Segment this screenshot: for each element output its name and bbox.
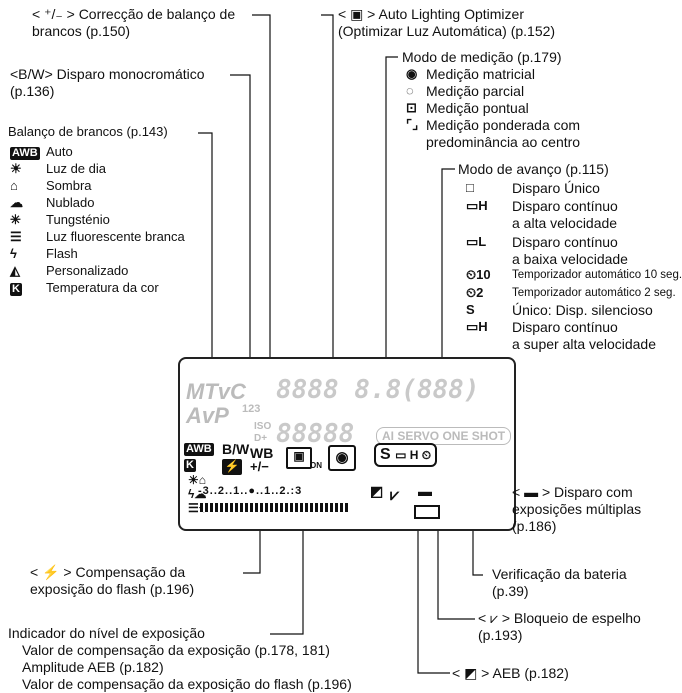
drive-6-icon: ▭H [466, 319, 488, 334]
lcd-modes-sup: 123 [242, 403, 261, 415]
wb-2-icon: ⌂ [10, 178, 18, 193]
wb-0-icon: AWB [10, 147, 40, 160]
wb-item-label: Nublado [46, 195, 95, 210]
drive-item-label2: a baixa velocidade [512, 251, 628, 267]
lcd-bw: B/W [222, 441, 250, 457]
lcd-wb-pm: +/− [250, 459, 269, 474]
lcd-drive: S ▭ H ⏲ [374, 443, 438, 467]
lcd-battery-icon [414, 505, 440, 519]
drive-0-icon: □ [466, 180, 474, 195]
white-balance-title: Balanço de brancos (p.143) [8, 124, 168, 139]
lcd-exposure-bar [200, 503, 348, 512]
battery-caption: Verificação da bateria(p.39) [492, 566, 627, 599]
lcd-flash-comp-icon: ⚡ [222, 459, 242, 475]
drive-item-label: Temporizador automático 10 seg. [512, 269, 682, 281]
lcd-modes2: AvP [186, 403, 229, 428]
wb-item-label: Luz fluorescente branca [46, 229, 185, 244]
drive-1-icon: ▭H [466, 198, 488, 213]
lcd-mirror-icon: ⩗ [390, 487, 400, 504]
metering-item-label: Medição parcial [426, 83, 525, 99]
alo-caption: < ▣ > Auto Lighting Optimizer(Optimizar … [338, 6, 556, 39]
lcd-exposure-scale: -3..2..1..●..1..2.:3 [198, 485, 303, 497]
metering-1-icon: ◌ [406, 83, 414, 98]
drive-item-label: Disparo contínuo [512, 198, 618, 214]
exposure-line-2: Amplitude AEB (p.182) [22, 659, 164, 675]
exposure-line-1: Valor de compensação da exposição (p.178… [22, 642, 330, 658]
drive-4-icon: ⏲2 [466, 285, 484, 300]
metering-2-icon: ⊡ [406, 100, 417, 115]
lcd-alo-on: ON [310, 461, 322, 470]
lcd-wb-icons: ☀⌂ϟ☁☰✳ [188, 473, 209, 515]
lcd-aeb-icon: ◩ [370, 483, 384, 499]
exposure-title: Indicador do nível de exposição [8, 625, 205, 641]
metering-title: Modo de medição (p.179) [402, 49, 562, 65]
lcd-modes: MTvC [186, 379, 246, 404]
wb-item-label: Sombra [46, 178, 92, 193]
metering-item-label: Medição ponderada com [426, 117, 581, 133]
metering-item-label: Medição pontual [426, 100, 529, 116]
wb-item-label: Flash [46, 246, 78, 261]
wb-8-icon: K [10, 283, 22, 296]
wb-item-label: Temperatura da cor [46, 280, 159, 295]
exposure-line-3: Valor de compensação da exposição do fla… [22, 676, 352, 692]
lcd-k: K [184, 459, 196, 472]
wb-7-icon: ◭ [10, 263, 20, 278]
wb-4-icon: ✳ [10, 212, 21, 227]
mirror-caption: < ⩗ > Bloqueio de espelho(p.193) [478, 610, 641, 643]
lcd-panel: MTvC AvP 123 8888 8.8(888) ISO D+ 88888 … [178, 357, 516, 531]
wb-5-icon: ☰ [10, 229, 22, 244]
drive-item-label2: a super alta velocidade [512, 336, 656, 352]
lcd-multi-exp-icon: ▬ [418, 483, 432, 499]
metering-3-icon: ⌜⌟ [406, 117, 419, 132]
lcd-af: AI SERVO ONE SHOT [376, 427, 512, 445]
lcd-awb: AWB [184, 443, 214, 456]
lcd-metering-icon: ◉ [328, 445, 356, 471]
lcd-seg1: 8888 8.8(888) [276, 375, 480, 405]
wb-1-icon: ☀ [10, 161, 22, 176]
metering-item-label2: predominância ao centro [426, 134, 581, 150]
wb-6-icon: ϟ [10, 246, 17, 261]
drive-item-label: Disparo contínuo [512, 234, 618, 250]
drive-item-label: Temporizador automático 2 seg. [512, 287, 676, 299]
drive-5-icon: S [466, 302, 475, 317]
drive-item-label: Disparo Único [512, 180, 600, 196]
metering-0-icon: ◉ [406, 66, 418, 81]
lcd-alo-icon: ▣ [286, 447, 312, 469]
lcd-iso: ISO [254, 421, 272, 432]
wb-3-icon: ☁ [10, 195, 23, 210]
wb-item-label: Tungsténio [46, 212, 110, 227]
drive-2-icon: ▭L [466, 234, 487, 249]
drive-title: Modo de avanço (p.115) [458, 161, 609, 177]
wb-item-label: Personalizado [46, 263, 129, 278]
aeb-caption: < ◩ > AEB (p.182) [452, 665, 569, 681]
drive-3-icon: ⏲10 [466, 267, 491, 282]
drive-item-label: Disparo contínuo [512, 319, 618, 335]
lcd-wb: WB [250, 445, 274, 461]
lcd-dplus: D+ [254, 433, 268, 444]
wb-item-label: Auto [46, 144, 73, 159]
lcd-seg2: 88888 [276, 419, 355, 449]
metering-item-label: Medição matricial [426, 66, 535, 82]
monochrome-caption: <B/W> Disparo monocromático(p.136) [10, 66, 205, 99]
drive-item-label: Único: Disp. silencioso [512, 302, 653, 318]
drive-item-label2: a alta velocidade [512, 215, 618, 231]
wb-item-label: Luz de dia [46, 161, 106, 176]
